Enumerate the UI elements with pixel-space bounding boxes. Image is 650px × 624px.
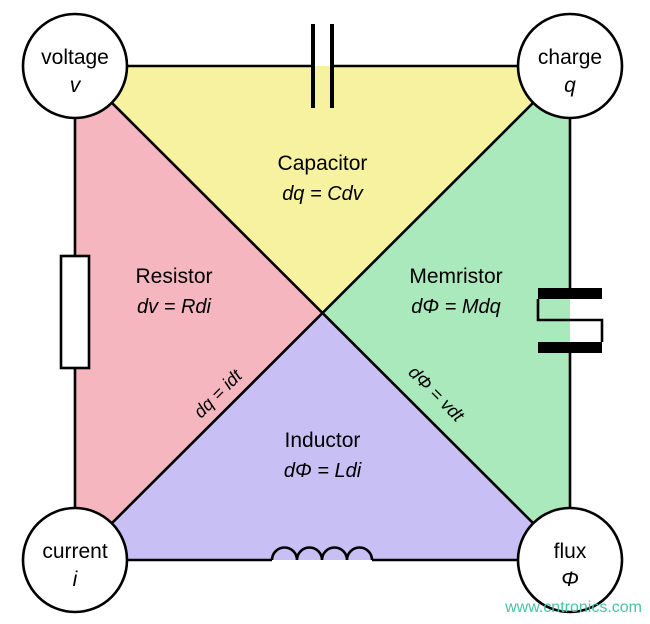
current-node-label: current <box>42 540 108 563</box>
memristor-symbol-icon <box>536 288 604 353</box>
charge-node-label: charge <box>538 46 602 69</box>
inductor-region <box>75 313 570 560</box>
charge-node-symbol: q <box>564 74 576 97</box>
capacitor-equation: dq = Cdv <box>282 183 364 205</box>
charge-node: charge q <box>516 12 624 120</box>
flux-node: flux Φ <box>516 506 624 614</box>
flux-node-label: flux <box>554 540 587 563</box>
memristor-region <box>322 66 570 560</box>
voltage-node-label: voltage <box>41 46 109 69</box>
flux-node-symbol: Φ <box>561 568 579 591</box>
resistor-symbol-icon <box>59 254 91 370</box>
inductor-symbol-icon <box>270 546 374 561</box>
capacitor-label: Capacitor <box>278 152 368 175</box>
memristor-label: Memristor <box>409 265 502 288</box>
voltage-node: voltage v <box>21 12 129 120</box>
capacitor-symbol-icon <box>311 24 334 108</box>
watermark-text: www.cntronics.com <box>504 599 642 616</box>
resistor-label: Resistor <box>135 265 212 288</box>
resistor-region <box>75 66 323 560</box>
inductor-label: Inductor <box>285 429 361 452</box>
inductor-equation: dΦ = Ldi <box>284 460 362 482</box>
capacitor-region <box>75 66 570 313</box>
current-node-symbol: i <box>73 568 79 591</box>
memristor-equation: dΦ = Mdq <box>411 296 501 318</box>
diagonal-charge-current <box>74 65 571 561</box>
current-node: current i <box>21 506 129 614</box>
resistor-equation: dv = Rdi <box>137 296 211 318</box>
voltage-node-symbol: v <box>70 74 82 97</box>
